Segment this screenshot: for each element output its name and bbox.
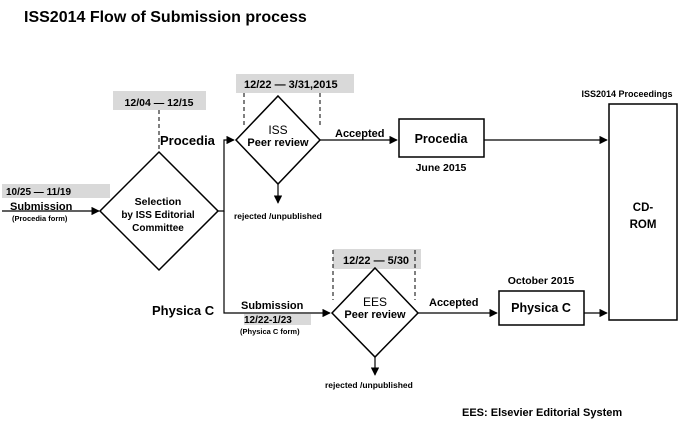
proceedings-label: ISS2014 Proceedings	[581, 89, 672, 99]
procedia-output-box	[398, 118, 485, 158]
selection-line2: by ISS Editorial	[121, 210, 195, 221]
footnote: EES: Elsevier Editorial System	[462, 407, 622, 419]
procedia-branch-label: Procedia	[160, 133, 216, 148]
physica-branch-label: Physica C	[152, 303, 215, 318]
ees-accepted-label: Accepted	[429, 297, 479, 309]
submission-date-box	[2, 184, 110, 198]
selection-line3: Committee	[132, 223, 184, 234]
to-ees-arrow	[223, 211, 331, 318]
selection-line1: Selection	[135, 196, 182, 208]
iss-rejected-label: rejected /unpublished	[234, 211, 322, 221]
physica-output-date: October 2015	[508, 275, 575, 287]
ees-review-date-box	[333, 249, 421, 269]
physica-output-label: Physica C	[511, 301, 571, 315]
selection-dates: 12/04 — 12/15	[125, 97, 194, 109]
ees-review-line1: EES	[363, 295, 387, 309]
physica-output-box	[498, 290, 585, 326]
physica-submission-date-box	[244, 314, 311, 325]
physica-submission-dates: 12/22-1/23	[244, 315, 292, 326]
procedia-output-label: Procedia	[415, 132, 469, 146]
cd-rom-line2: ROM	[630, 219, 657, 231]
iss-accepted-label: Accepted	[335, 128, 385, 140]
cd-rom-line1: CD-	[633, 202, 654, 214]
iss-review-dates: 12/22 — 3/31,2015	[244, 79, 338, 91]
ees-review-dates: 12/22 — 5/30	[343, 255, 409, 267]
ees-review-line2: Peer review	[344, 309, 406, 321]
to-iss-arrow	[218, 135, 235, 212]
physica-submission-form: (Physica C form)	[240, 327, 300, 336]
physica-submission-label: Submission	[241, 300, 304, 312]
page-title: ISS2014 Flow of Submission process	[24, 9, 307, 26]
procedia-output-date: June 2015	[416, 162, 467, 174]
cd-rom-box	[608, 103, 678, 321]
ees-rejected-label: rejected /unpublished	[325, 380, 413, 390]
submission-label: Submission	[10, 201, 73, 213]
iss-review-line2: Peer review	[247, 137, 309, 149]
iss-review-line1: ISS	[268, 123, 287, 137]
submission-dates: 10/25 — 11/19	[6, 187, 71, 198]
iss-review-date-box	[236, 74, 354, 93]
selection-diamond	[98, 150, 220, 272]
submission-form: (Procedia form)	[12, 214, 68, 223]
selection-date-box	[113, 91, 206, 110]
